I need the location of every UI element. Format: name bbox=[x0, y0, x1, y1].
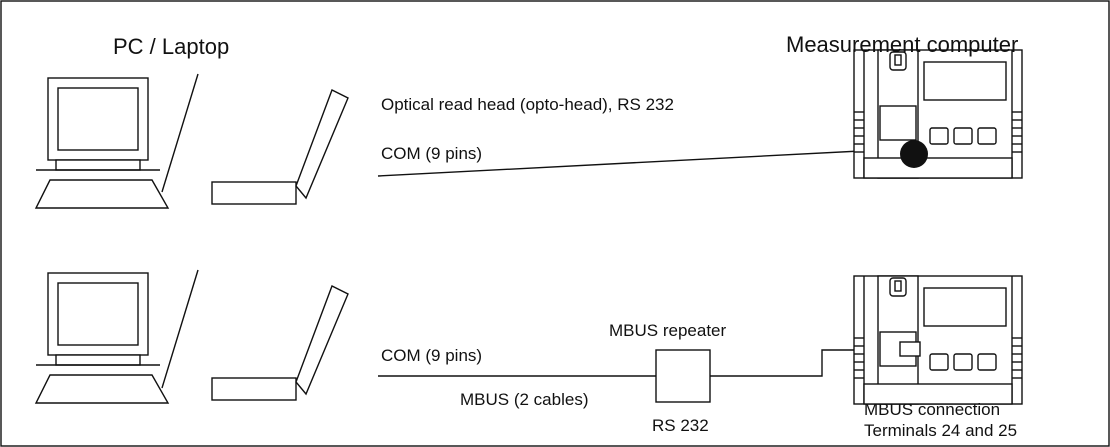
mbus-terminal bbox=[899, 341, 921, 357]
label-rs232: RS 232 bbox=[652, 416, 709, 435]
label-mbus-connection: MBUS connection bbox=[864, 400, 1000, 419]
label-com-top: COM (9 pins) bbox=[381, 144, 482, 163]
optical-read-head bbox=[900, 140, 928, 168]
label-optical-head: Optical read head (opto-head), RS 232 bbox=[381, 95, 674, 114]
label-mbus-cables: MBUS (2 cables) bbox=[460, 390, 588, 409]
separator-slash-top bbox=[161, 73, 199, 193]
optical-cable-line bbox=[377, 149, 881, 177]
label-terminals: Terminals 24 and 25 bbox=[864, 421, 1017, 440]
measurement-computer-top bbox=[853, 49, 1023, 179]
pc-icon-bottom bbox=[35, 272, 169, 404]
mbus-cable-right bbox=[710, 349, 880, 377]
separator-slash-bottom bbox=[161, 269, 199, 389]
measurement-computer-bottom bbox=[853, 275, 1023, 405]
laptop-icon-bottom bbox=[211, 285, 349, 401]
label-com-bottom: COM (9 pins) bbox=[381, 346, 482, 365]
laptop-icon-top bbox=[211, 89, 349, 205]
label-measurement-computer: Measurement computer bbox=[786, 32, 1018, 57]
label-mbus-repeater: MBUS repeater bbox=[609, 321, 726, 340]
label-pc-laptop: PC / Laptop bbox=[113, 34, 229, 59]
mbus-repeater-box bbox=[655, 349, 711, 403]
pc-icon-top bbox=[35, 77, 169, 209]
